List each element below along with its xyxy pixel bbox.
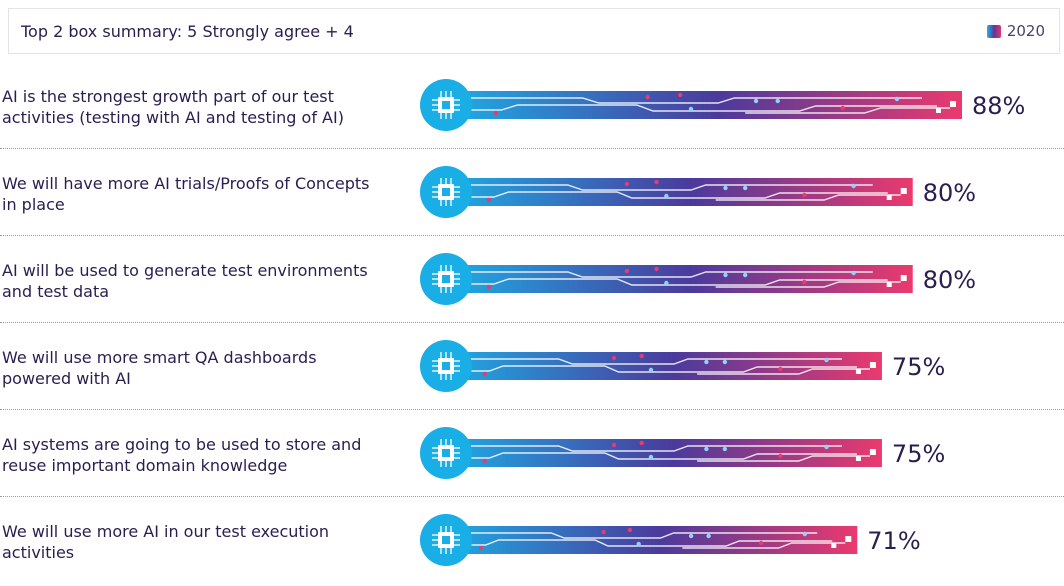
bar-graphic: 80% <box>420 166 976 218</box>
category-label: AI will be used to generate test environ… <box>2 261 368 301</box>
bar-row: We will use more smart QA dashboards pow… <box>0 323 1064 410</box>
bar-row: We will have more AI trials/Proofs of Co… <box>0 149 1064 236</box>
chart-header: Top 2 box summary: 5 Strongly agree + 4 … <box>8 8 1060 54</box>
value-label: 80% <box>923 266 976 294</box>
ai-chip-icon <box>420 340 472 392</box>
ai-chip-icon <box>420 166 472 218</box>
value-label: 80% <box>923 179 976 207</box>
category-label: We will have more AI trials/Proofs of Co… <box>2 174 370 214</box>
bar-chart: AI is the strongest growth part of our t… <box>0 62 1064 586</box>
bar-row: AI systems are going to be used to store… <box>0 410 1064 497</box>
bar <box>440 265 913 293</box>
bar-row: AI will be used to generate test environ… <box>0 236 1064 323</box>
category-label: We will use more smart QA dashboards pow… <box>2 348 317 388</box>
category-label: AI is the strongest growth part of our t… <box>2 87 344 127</box>
ai-chip-icon <box>420 514 472 566</box>
bar <box>440 91 962 119</box>
ai-chip-icon <box>420 79 472 131</box>
bar-graphic: 80% <box>420 253 976 305</box>
legend: 2020 <box>986 22 1045 40</box>
bar-row: We will use more AI in our test executio… <box>0 497 1064 584</box>
value-label: 71% <box>867 527 920 555</box>
value-label: 88% <box>972 92 1025 120</box>
bar-graphic: 71% <box>420 514 921 566</box>
bar-row: AI is the strongest growth part of our t… <box>0 62 1064 149</box>
ai-chip-icon <box>420 253 472 305</box>
category-label: We will use more AI in our test executio… <box>2 522 330 562</box>
value-label: 75% <box>892 440 945 468</box>
legend-label-2020: 2020 <box>1006 22 1045 40</box>
chart-title: Top 2 box summary: 5 Strongly agree + 4 <box>21 22 354 41</box>
bar <box>440 439 882 467</box>
legend-swatch-2020 <box>986 24 1001 38</box>
bar <box>440 352 882 380</box>
bar-graphic: 88% <box>420 79 1025 131</box>
bar <box>440 526 858 554</box>
bar <box>440 178 913 206</box>
ai-chip-icon <box>420 427 472 479</box>
value-label: 75% <box>892 353 945 381</box>
bar-graphic: 75% <box>420 427 945 479</box>
bar-graphic: 75% <box>420 340 945 392</box>
category-label: AI systems are going to be used to store… <box>2 435 362 475</box>
